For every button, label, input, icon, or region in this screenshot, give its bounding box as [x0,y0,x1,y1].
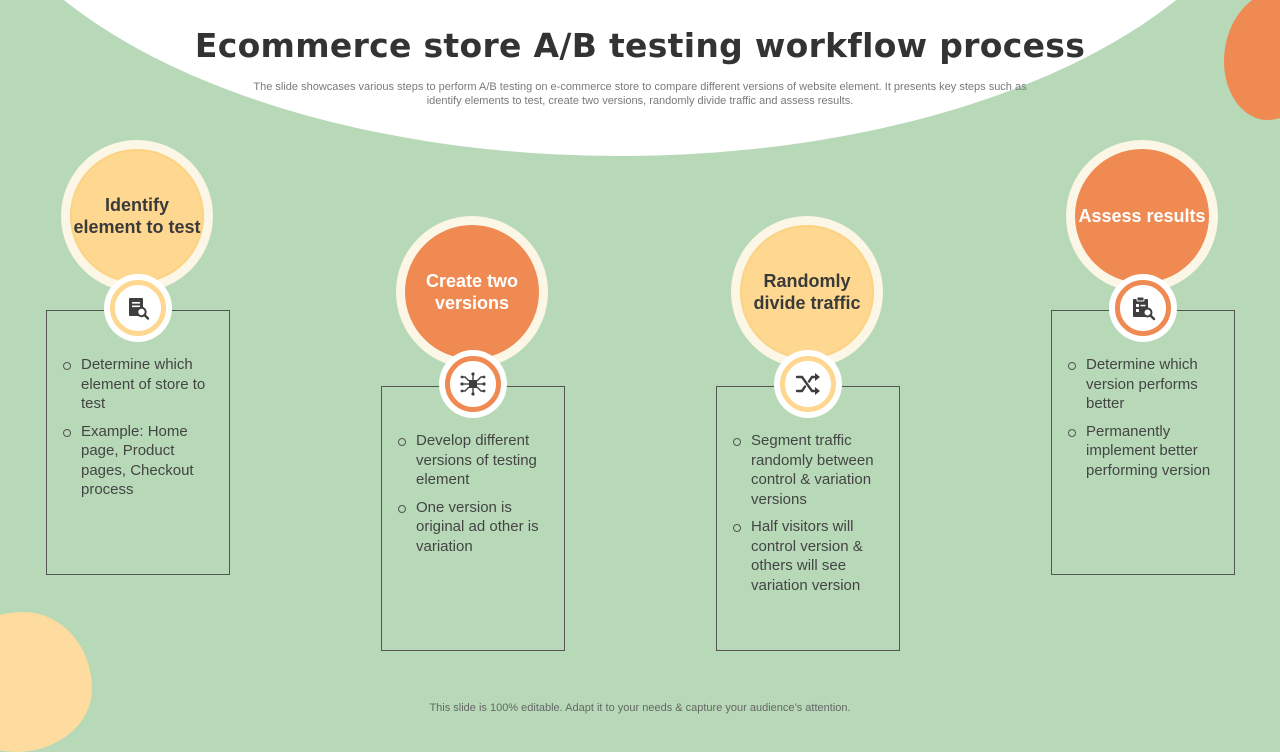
step-title-circle: Randomly divide traffic [740,225,874,359]
step-icon-ring [104,274,172,342]
list-item: Example: Home page, Product pages, Check… [62,422,220,500]
list-item: Determine which version performs better [1067,355,1225,414]
report-analysis-icon [1115,280,1171,336]
document-search-icon [110,280,166,336]
step-title-ring: Create two versions [396,216,548,368]
list-item: Permanently implement better performing … [1067,422,1225,481]
step-title-ring: Identify element to test [61,140,213,292]
step-title-circle: Create two versions [405,225,539,359]
step-bullet-list: Determine which version performs better … [1067,355,1225,488]
step-bullet-list: Determine which element of store to test… [62,355,220,508]
list-item: Segment traffic randomly between control… [732,431,890,509]
step-title-circle: Identify element to test [70,149,204,283]
slide-subtitle: The slide showcases various steps to per… [253,81,1027,107]
network-nodes-icon [445,356,501,412]
step-title-ring: Assess results [1066,140,1218,292]
list-item: Determine which element of store to test [62,355,220,414]
slide-footer: This slide is 100% editable. Adapt it to… [429,702,851,714]
shuffle-arrows-icon [780,356,836,412]
list-item: Half visitors will control version & oth… [732,517,890,595]
step-title-circle: Assess results [1075,149,1209,283]
step-title-ring: Randomly divide traffic [731,216,883,368]
list-item: One version is original ad other is vari… [397,498,555,557]
step-icon-ring [774,350,842,418]
slide-title: Ecommerce store A/B testing workflow pro… [194,26,1086,65]
decorative-yellow-blob [0,612,92,752]
step-icon-ring [439,350,507,418]
step-bullet-list: Develop different versions of testing el… [397,431,555,564]
header-arc-background [0,0,1280,156]
list-item: Develop different versions of testing el… [397,431,555,490]
step-icon-ring [1109,274,1177,342]
step-bullet-list: Segment traffic randomly between control… [732,431,890,603]
